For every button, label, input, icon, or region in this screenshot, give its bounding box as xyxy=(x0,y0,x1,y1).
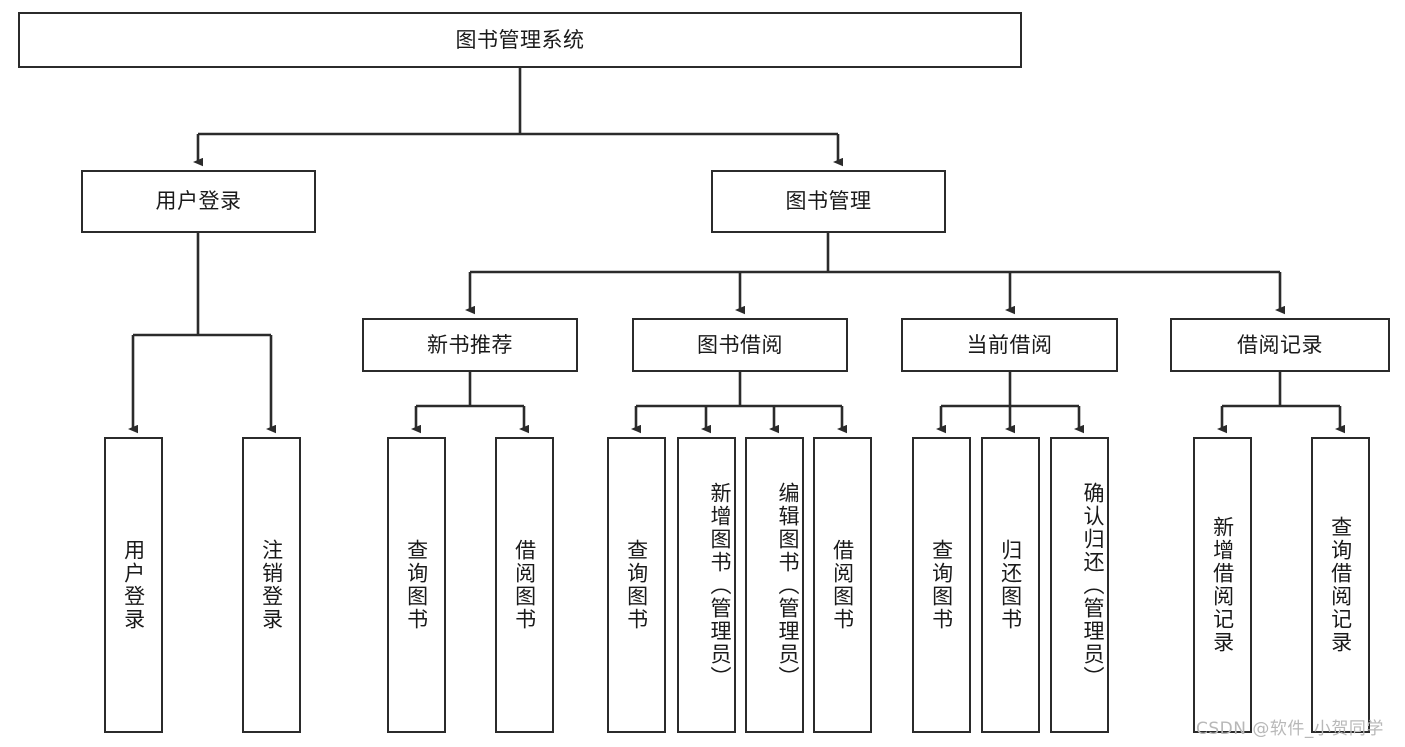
node-user-login[interactable]: 用户登录 xyxy=(81,170,316,233)
node-leaf-edit-book-admin[interactable]: 编辑图书（管理员） xyxy=(745,437,804,733)
node-label: 用户登录 xyxy=(121,539,146,631)
node-leaf-query-borrow-record[interactable]: 查询借阅记录 xyxy=(1311,437,1370,733)
node-label: 当前借阅 xyxy=(966,332,1053,357)
node-label: 图书借阅 xyxy=(697,332,783,357)
node-label: 新书推荐 xyxy=(427,332,513,357)
node-leaf-return-book[interactable]: 归还图书 xyxy=(981,437,1040,733)
node-label: 图书管理系统 xyxy=(455,27,585,52)
node-label: 查询图书 xyxy=(929,539,954,631)
node-label: 确认归还（管理员） xyxy=(1081,481,1105,689)
node-current-borrow[interactable]: 当前借阅 xyxy=(901,318,1118,372)
node-leaf-add-borrow-record[interactable]: 新增借阅记录 xyxy=(1193,437,1252,733)
node-root-book-management-system[interactable]: 图书管理系统 xyxy=(18,12,1022,68)
csdn-watermark: CSDN @软件_小贺同学 xyxy=(1196,714,1384,739)
node-leaf-borrow-book[interactable]: 借阅图书 xyxy=(813,437,872,733)
node-label: 新增图书（管理员） xyxy=(708,481,732,689)
node-label: 编辑图书（管理员） xyxy=(776,481,800,689)
node-book-borrow[interactable]: 图书借阅 xyxy=(632,318,848,372)
node-leaf-query-book-current[interactable]: 查询图书 xyxy=(912,437,971,733)
node-label: 借阅图书 xyxy=(830,539,855,631)
node-label: 注销登录 xyxy=(259,539,284,631)
node-leaf-borrow-book-recommend[interactable]: 借阅图书 xyxy=(495,437,554,733)
node-label: 用户登录 xyxy=(155,189,242,214)
node-label: 借阅图书 xyxy=(512,539,537,631)
node-book-management[interactable]: 图书管理 xyxy=(711,170,946,233)
node-leaf-user-login[interactable]: 用户登录 xyxy=(104,437,163,733)
node-label: 查询图书 xyxy=(404,539,429,631)
node-leaf-add-book-admin[interactable]: 新增图书（管理员） xyxy=(677,437,736,733)
watermark-text: CSDN @软件_小贺同学 xyxy=(1196,719,1384,739)
node-label: 归还图书 xyxy=(998,539,1023,631)
node-leaf-logout[interactable]: 注销登录 xyxy=(242,437,301,733)
node-label: 查询借阅记录 xyxy=(1328,516,1353,654)
node-leaf-query-book-recommend[interactable]: 查询图书 xyxy=(387,437,446,733)
node-label: 图书管理 xyxy=(785,189,872,214)
node-leaf-query-book[interactable]: 查询图书 xyxy=(607,437,666,733)
node-borrow-record[interactable]: 借阅记录 xyxy=(1170,318,1390,372)
node-new-book-recommend[interactable]: 新书推荐 xyxy=(362,318,578,372)
node-label: 借阅记录 xyxy=(1237,332,1323,357)
node-leaf-confirm-return-admin[interactable]: 确认归还（管理员） xyxy=(1050,437,1109,733)
node-label: 查询图书 xyxy=(624,539,649,631)
node-label: 新增借阅记录 xyxy=(1210,516,1235,654)
